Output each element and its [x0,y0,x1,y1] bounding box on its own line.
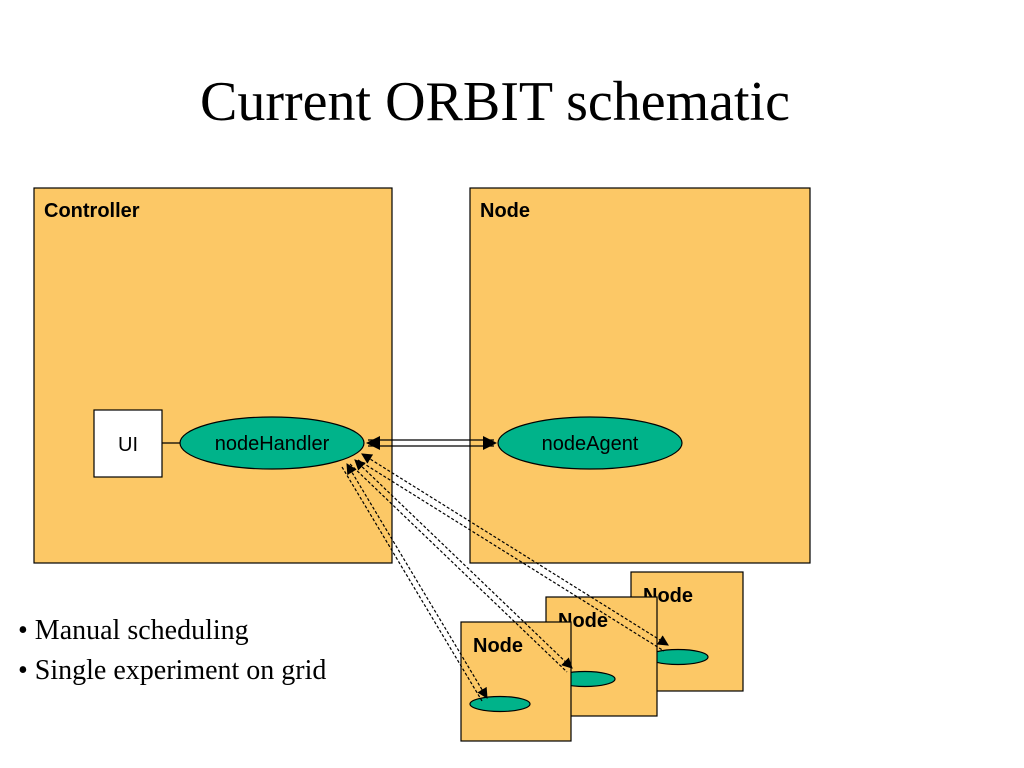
bullet-list: • Manual scheduling • Single experiment … [18,612,326,692]
small-node-agent-1 [469,695,531,713]
ui-box: UI [93,409,163,478]
ui-label: UI [118,434,138,456]
bullet-item: • Single experiment on grid [18,655,327,686]
main-node-box: Node [469,187,811,564]
small-node-box-1: Node [460,621,572,742]
node-agent-label: nodeAgent [542,433,639,455]
node-handler-label: nodeHandler [215,433,330,455]
main-node-label: Node [480,200,530,222]
node-agent: nodeAgent [497,416,683,470]
slide-title: Current ORBIT schematic [200,71,790,133]
node-handler: nodeHandler [179,416,365,470]
dashed-link-1 [341,463,488,702]
handler-agent-link [366,436,497,450]
bullet-item: • Manual scheduling [18,615,249,646]
controller-box: Controller [33,187,393,564]
small-node-label-1: Node [473,635,523,657]
controller-label: Controller [44,200,140,222]
